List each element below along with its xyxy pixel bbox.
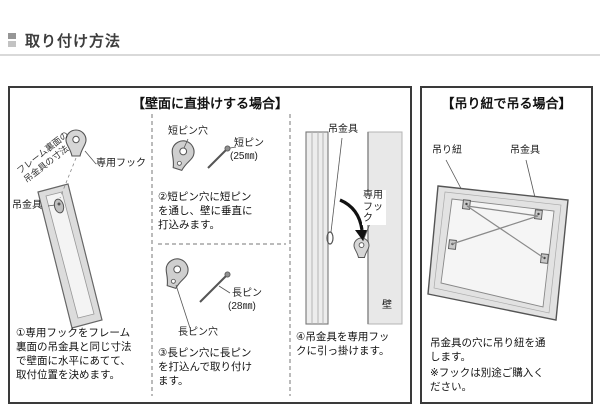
wall-hanging-panel: 【壁面に直掛けする場合】 フレーム裏面の吊金具の寸法 専用フック 吊金具 ①専用… — [8, 86, 412, 404]
hook-leader-line — [84, 150, 97, 165]
hang-arrow-head — [355, 230, 367, 241]
pin-hole-leader-line — [183, 138, 189, 149]
wall-hook-icon — [353, 237, 370, 258]
section-header: 取り付け方法 — [8, 30, 121, 51]
cord-hardware-icons — [447, 199, 549, 264]
frame-dimension-label: フレーム裏面の吊金具の寸法 — [15, 129, 71, 185]
short-pin-icon — [207, 145, 231, 169]
dedicated-hook-label: 専用フック — [96, 158, 146, 169]
cord-leader-line — [445, 159, 467, 199]
hardware-leader-line-cord — [525, 159, 539, 211]
alignment-guide-line — [59, 157, 77, 199]
hardware-label-step4: 吊金具 — [328, 124, 358, 135]
cord-line — [451, 205, 545, 259]
long-pin-hole-label: 長ピン穴 — [178, 327, 218, 338]
wall-illustration — [367, 131, 403, 325]
step3-caption: ③長ピン穴に長ピンを打込んで取り付けます。 — [158, 347, 252, 388]
short-pin-label: 短ピン — [234, 138, 264, 149]
frame-back-cord-illustration — [427, 185, 569, 321]
short-pin-size-label: (25㎜) — [230, 151, 258, 162]
short-pin-plate-illustration — [171, 140, 195, 172]
cord-caption-1: 吊金具の穴に吊り紐を通します。 — [430, 337, 546, 364]
long-pin-leader-line — [218, 285, 231, 294]
wall-label: 壁 — [382, 300, 392, 311]
long-pin-icon — [199, 271, 231, 303]
step4-caption: ④吊金具を専用フックに引っ掛けます。 — [296, 331, 390, 358]
section-title: 取り付け方法 — [25, 33, 122, 50]
hardware-leader-line-step4 — [330, 137, 343, 233]
hardware-leader-line — [47, 204, 56, 207]
hang-arrow-icon — [339, 198, 364, 231]
header-divider — [0, 54, 600, 56]
cord-caption-2: ※フックは別途ご購入ください。 — [430, 367, 544, 394]
frame-back-illustration — [37, 183, 103, 329]
hardware-label-step1: 吊金具 — [12, 200, 42, 211]
section-bullet-icon — [8, 33, 17, 48]
long-pin-size-label: (28㎜) — [228, 301, 256, 312]
long-pin-plate-illustration — [165, 258, 189, 290]
step2-caption: ②短ピン穴に短ピンを通し、壁に垂直に打込みます。 — [158, 191, 253, 232]
step1-caption: ①専用フックをフレーム裏面の吊金具と同じ寸法で壁面に水平にあてて、取付位置を決め… — [16, 327, 132, 382]
cord-panel-title: 【吊り紐で吊る場合】 — [441, 96, 572, 111]
long-pin-hole-leader-line — [175, 284, 191, 329]
short-pin-hole-label: 短ピン穴 — [168, 126, 208, 137]
dedicated-hook-label-step4: 専用フック — [362, 190, 386, 225]
cord-label: 吊り紐 — [432, 145, 462, 156]
frame-profile-illustration — [305, 131, 334, 325]
cord-hanging-panel: 【吊り紐で吊る場合】 吊り紐 吊金具 吊金具の穴に吊り紐を通します。 ※フックは… — [420, 86, 593, 404]
wall-panel-title: 【壁面に直掛けする場合】 — [131, 96, 288, 111]
hardware-label-cord: 吊金具 — [510, 145, 540, 156]
long-pin-label: 長ピン — [232, 288, 262, 299]
